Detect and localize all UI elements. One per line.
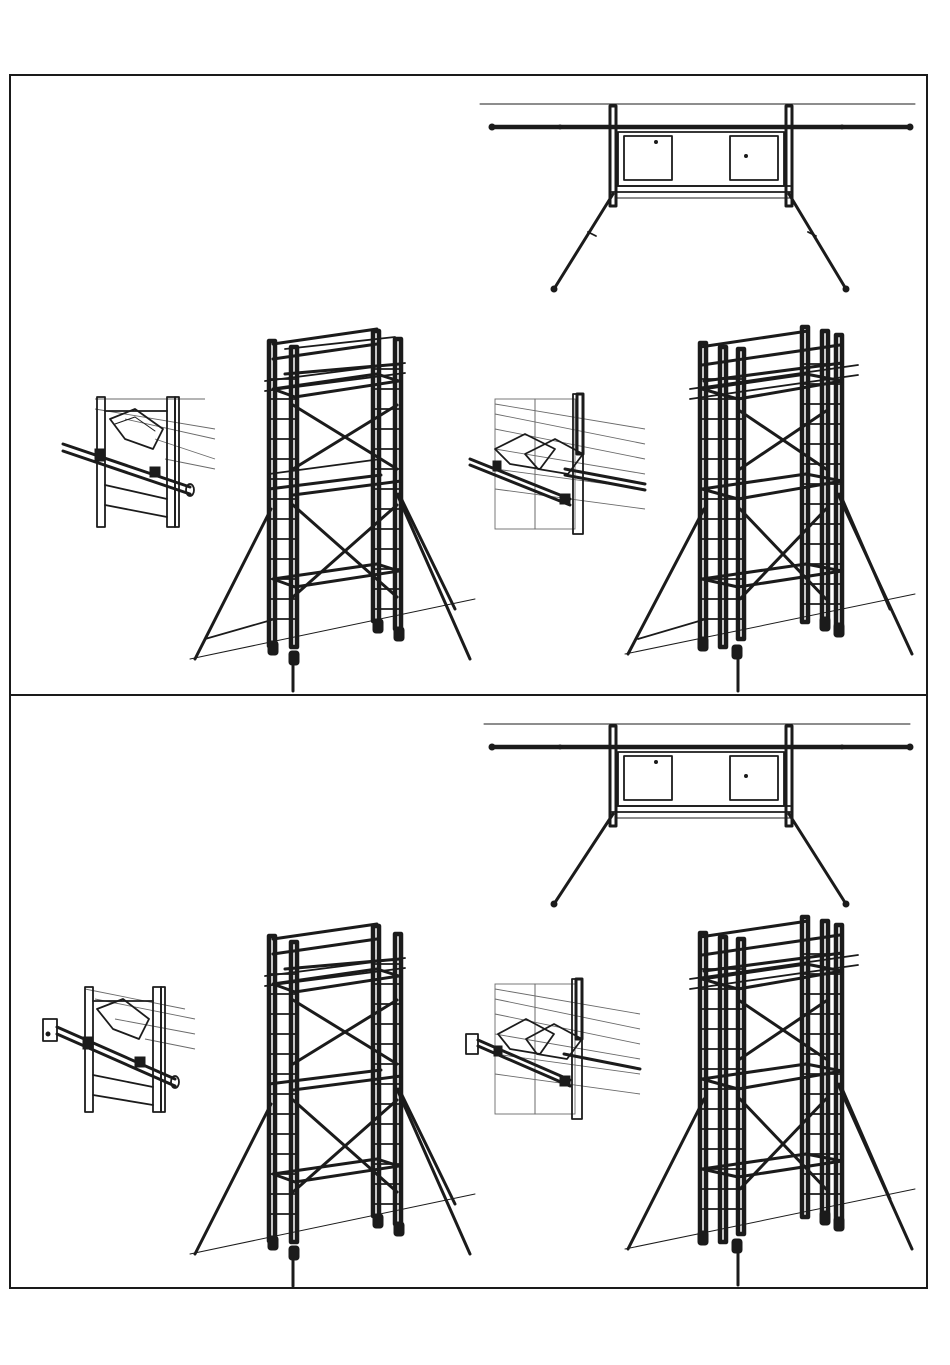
wall-tie-detail-icon [35,979,205,1119]
scaffold-tower-icon [185,914,485,1289]
scaffold-plan-icon [470,94,930,304]
scaffold-plan-icon [470,714,930,914]
section-bottom [0,694,950,1314]
section-top [0,74,950,694]
double-scaffold-tower-icon [620,319,920,694]
scaffold-tower-icon [185,319,485,694]
double-scaffold-tower-icon [620,909,920,1289]
